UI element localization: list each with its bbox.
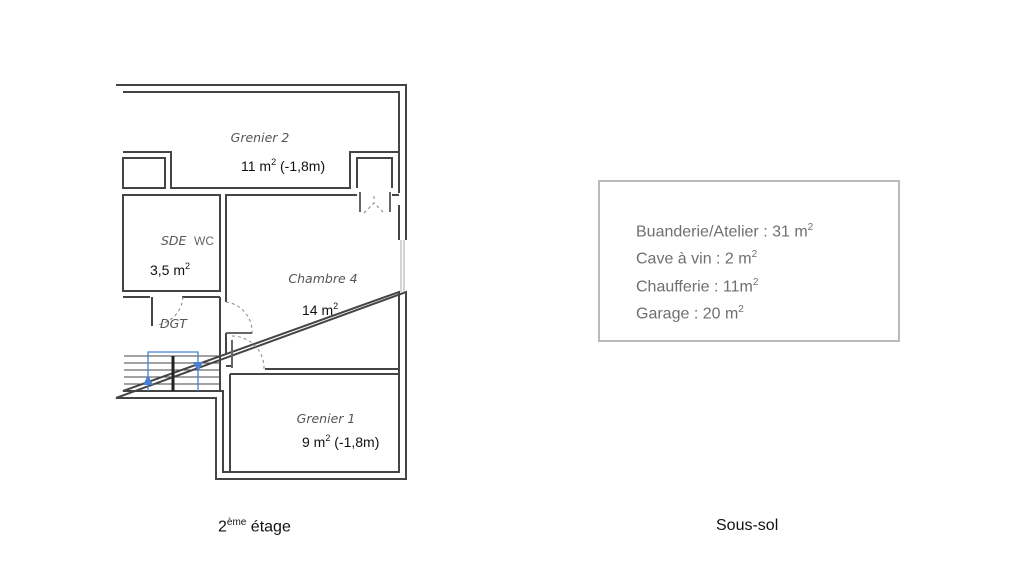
floor-caption: 2ème étage <box>218 517 291 536</box>
caption-sup: ème <box>226 517 247 528</box>
room-area-grenier2: 11 m2 (-1,8m) <box>241 157 325 174</box>
basement-item: Cave à vin : 2 m2 <box>636 249 758 268</box>
door-leaves <box>226 192 391 368</box>
basement-box: Buanderie/Atelier : 31 m2 Cave à vin : 2… <box>598 180 900 342</box>
basement-item: Buanderie/Atelier : 31 m2 <box>636 222 814 241</box>
room-area-grenier1: 9 m2 (-1,8m) <box>302 433 379 450</box>
room-area-sde: 3,5 m2 <box>150 261 190 278</box>
door-swing-chambre[interactable] <box>225 301 253 335</box>
caption-suffix: étage <box>246 518 291 536</box>
room-label-wc: WC <box>194 234 214 248</box>
basement-item: Chaufferie : 11m2 <box>636 276 759 295</box>
door-swing-grenier1[interactable] <box>231 335 265 370</box>
caption-prefix: 2 <box>218 518 227 536</box>
outer-wall <box>115 84 407 480</box>
room-name-grenier2: Grenier 2 <box>231 130 290 145</box>
sde-walls <box>122 194 221 292</box>
room-name-dgt: DGT <box>160 316 188 331</box>
staircase <box>124 351 220 392</box>
room-name-sde: SDE <box>161 233 187 248</box>
door-swing-sde[interactable] <box>155 296 184 326</box>
room-area-chambre4: 14 m2 <box>302 301 338 318</box>
basement-area-list: Buanderie/Atelier : 31 m2 Cave à vin : 2… <box>636 216 813 325</box>
basement-item: Garage : 20 m2 <box>636 303 744 323</box>
closet-left-box <box>122 157 166 189</box>
closet-right <box>356 157 393 188</box>
walls <box>115 84 407 480</box>
grenier2-wall <box>123 151 399 189</box>
basement-caption: Sous-sol <box>716 517 779 534</box>
closet-left <box>123 157 166 188</box>
room-name-chambre4: Chambre 4 <box>288 271 357 286</box>
chambre-top-wall <box>225 194 399 302</box>
door-swings <box>155 196 385 370</box>
arrow-down-icon <box>193 362 203 372</box>
room-name-grenier1: Grenier 1 <box>297 411 356 426</box>
arrow-up-icon <box>143 375 153 385</box>
outer-wall-inner <box>122 91 400 473</box>
door-swing-closet[interactable] <box>363 196 385 214</box>
